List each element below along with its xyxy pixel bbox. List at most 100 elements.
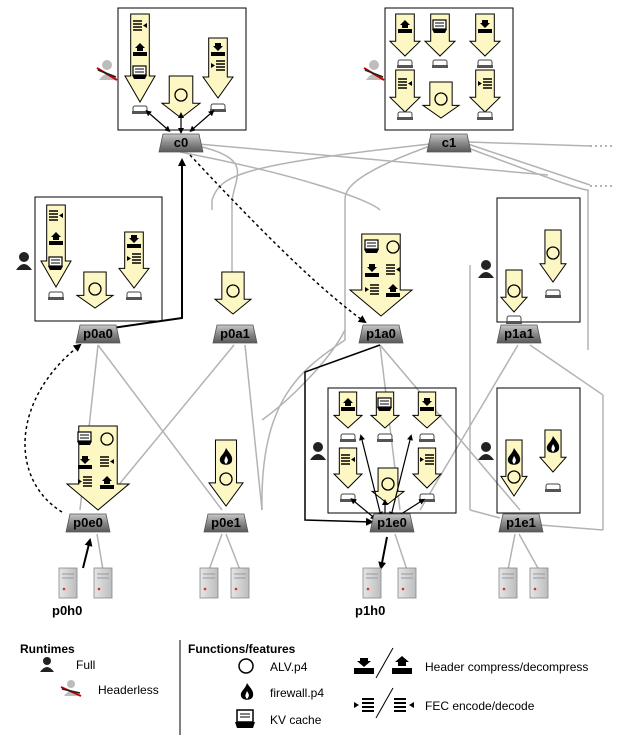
legend-alv: ALV.p4	[270, 660, 308, 674]
switch-c0: c0	[158, 133, 204, 153]
firewall-icon	[240, 683, 254, 700]
firewall-icon	[546, 436, 560, 453]
fec-decode-icon	[133, 20, 147, 31]
server-icon	[199, 567, 219, 599]
switch-label: p1e1	[506, 515, 536, 530]
switch-label: p0a1	[220, 326, 250, 341]
device-chip	[210, 103, 226, 112]
legend-slash	[375, 687, 394, 719]
function-arrow	[388, 13, 422, 57]
alv-icon	[226, 284, 240, 298]
headerless-runtime-icon	[96, 60, 118, 81]
switch-p0e0: p0e0	[65, 513, 111, 533]
kv-cache-icon	[132, 65, 147, 79]
header-compress-icon	[420, 398, 434, 411]
fec-decode-icon	[394, 698, 414, 712]
function-arrow	[348, 233, 414, 317]
switches: c0 c1 p0a0 p0a1 p1a0 p1a1 p0e0 p0e1 p1e0 p1e1	[65, 133, 544, 533]
switch-label: p1a1	[504, 326, 534, 341]
server-icon	[230, 567, 250, 599]
legend-slash	[375, 647, 394, 679]
fec-encode-icon	[420, 454, 434, 465]
switch-label: p1e0	[377, 515, 407, 530]
server-icon	[498, 567, 518, 599]
fec-encode-icon	[354, 697, 374, 713]
header-decompress-icon	[100, 476, 114, 489]
device-chip	[545, 483, 561, 492]
full-runtime-icon	[40, 657, 54, 672]
alv-icon	[100, 432, 114, 446]
header-compress-icon	[365, 264, 379, 277]
alv-icon	[386, 240, 400, 254]
device-chip	[419, 493, 435, 502]
server-icon	[93, 567, 113, 599]
legend-functions-title: Functions/features	[188, 642, 296, 656]
function-arrow	[65, 425, 131, 511]
fec-decode-icon	[100, 456, 114, 467]
function-arrow	[539, 229, 567, 283]
runtime-box-c1	[384, 7, 514, 131]
function-arrow	[421, 81, 461, 119]
header-compress-icon	[354, 658, 374, 674]
legend: Runtimes Full Headerless Functions/featu…	[20, 640, 588, 735]
function-arrow	[468, 69, 502, 113]
device-chip	[48, 291, 64, 300]
fec-encode-icon	[365, 284, 379, 295]
fec-decode-icon	[386, 264, 400, 275]
header-decompress-icon	[133, 43, 147, 56]
fec-encode-icon	[211, 60, 225, 71]
device-chip	[477, 111, 493, 120]
function-arrow	[202, 37, 234, 99]
switch-label: c1	[442, 135, 456, 150]
legend-runtimes-title: Runtimes	[20, 642, 75, 656]
full-runtime-icon	[16, 252, 32, 270]
device-chip	[419, 433, 435, 442]
legend-headerless: Headerless	[98, 683, 159, 697]
switch-label: p0a0	[83, 326, 113, 341]
header-compress-icon	[78, 456, 92, 469]
legend-header-compress: Header compress/decompress	[425, 660, 588, 674]
alv-icon	[174, 88, 188, 102]
switch-p0a0: p0a0	[75, 324, 121, 344]
server-icon	[529, 567, 549, 599]
full-runtime-icon	[478, 442, 494, 460]
switch-label: p1a0	[366, 326, 396, 341]
function-arrow	[468, 13, 502, 57]
device-chip	[397, 111, 413, 120]
link-arrow	[389, 434, 413, 518]
headerless-runtime-icon	[363, 60, 385, 81]
header-compress-icon	[127, 235, 141, 248]
device-chip	[397, 59, 413, 68]
link-arrow	[189, 110, 215, 132]
header-decompress-icon	[392, 656, 412, 674]
kv-cache-icon	[377, 397, 392, 411]
link-arrow	[350, 498, 377, 520]
switch-label: p0e1	[211, 515, 241, 530]
device-chip	[477, 59, 493, 68]
runtime-icons	[16, 60, 494, 460]
device-chip	[545, 289, 561, 298]
sub-devices	[48, 59, 561, 522]
fec-decode-icon	[49, 210, 63, 221]
kv-cache-icon	[77, 431, 92, 445]
server-icon	[362, 567, 382, 599]
kv-cache-icon	[235, 709, 255, 728]
link-arrow	[145, 110, 171, 132]
host-label-p0h0: p0h0	[52, 603, 82, 618]
fec-encode-icon	[127, 253, 141, 264]
switch-p0a1: p0a1	[212, 324, 258, 344]
servers	[58, 567, 549, 599]
alv-icon	[507, 284, 521, 298]
device-chip	[432, 59, 448, 68]
device-chip	[377, 433, 393, 442]
control-paths	[24, 154, 388, 570]
device-chip	[340, 493, 356, 502]
link-arrow	[359, 434, 383, 518]
network-links	[79, 141, 604, 571]
legend-kv-cache: KV cache	[270, 713, 322, 727]
switch-c1: c1	[426, 133, 472, 153]
switch-p0e1: p0e1	[203, 513, 249, 533]
legend-full: Full	[76, 658, 95, 672]
alv-icon	[219, 472, 233, 486]
kv-cache-icon	[48, 256, 63, 270]
